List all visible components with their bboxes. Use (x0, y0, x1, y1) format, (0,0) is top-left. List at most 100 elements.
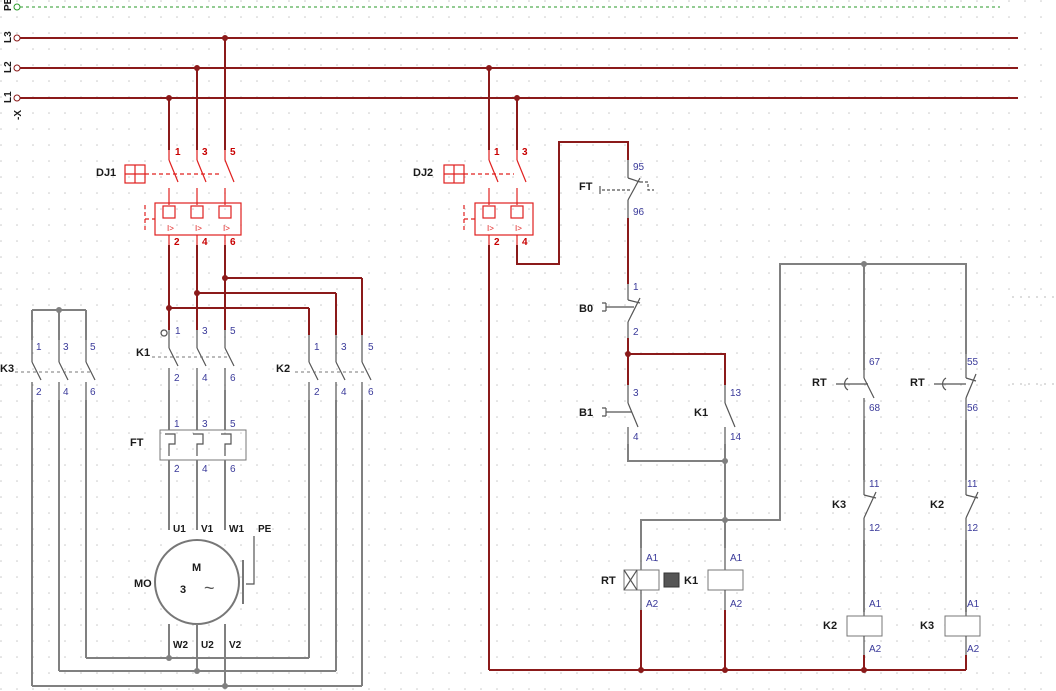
l1-label: L1 (3, 91, 14, 103)
svg-text:3: 3 (202, 147, 208, 158)
svg-text:K2: K2 (276, 363, 290, 375)
svg-text:B0: B0 (579, 303, 593, 315)
svg-text:I>: I> (167, 224, 174, 233)
rt-timer-contact-b[interactable]: RT 55 56 (910, 354, 979, 420)
svg-text:I>: I> (515, 224, 522, 233)
k1-aux-contact[interactable]: K1 13 14 (694, 385, 742, 444)
svg-text:2: 2 (174, 464, 180, 475)
b0-stop-button[interactable]: B0 1 2 (579, 282, 641, 338)
svg-text:RT: RT (601, 575, 616, 587)
svg-text:A2: A2 (730, 599, 743, 610)
svg-text:3: 3 (180, 584, 186, 596)
svg-text:6: 6 (230, 464, 236, 475)
svg-text:4: 4 (202, 464, 208, 475)
svg-text:56: 56 (967, 403, 979, 414)
svg-text:68: 68 (869, 403, 881, 414)
svg-text:12: 12 (869, 523, 881, 534)
k3-star-bridge (31, 307, 87, 340)
k3-nc-contact[interactable]: K3 11 12 (832, 479, 881, 540)
svg-text:I>: I> (487, 224, 494, 233)
svg-text:1: 1 (174, 419, 180, 430)
svg-text:W1: W1 (229, 524, 244, 535)
svg-text:6: 6 (230, 237, 236, 248)
svg-text:55: 55 (967, 357, 979, 368)
k2-power-contacts[interactable]: K2 1 3 5 2 4 6 (276, 335, 374, 400)
motor-feed-wires (168, 460, 226, 530)
svg-text:I>: I> (223, 224, 230, 233)
ft-thermal-relay[interactable]: FT 1 3 5 2 4 6 (130, 390, 247, 475)
dj2-breaker[interactable]: DJ2 1 3 I> I> 2 4 (413, 147, 534, 248)
l3-label: L3 (3, 31, 14, 43)
svg-text:2: 2 (174, 373, 180, 384)
b1-start-button[interactable]: B1 3 4 (579, 385, 639, 444)
svg-text:1: 1 (633, 282, 639, 293)
svg-text:U1: U1 (173, 524, 186, 535)
svg-text:2: 2 (494, 237, 500, 248)
svg-text:14: 14 (730, 432, 742, 443)
svg-text:11: 11 (967, 479, 978, 490)
svg-text:K3: K3 (0, 363, 14, 375)
svg-text:2: 2 (174, 237, 180, 248)
svg-text:K1: K1 (136, 347, 150, 359)
k2-nc-contact[interactable]: K2 11 12 (930, 479, 979, 540)
svg-text:V1: V1 (201, 524, 214, 535)
svg-text:K2: K2 (930, 499, 944, 511)
svg-text:A2: A2 (967, 644, 980, 655)
svg-text:A1: A1 (967, 599, 980, 610)
dj1-breaker[interactable]: DJ1 1 3 5 I> I> I> 2 4 6 (96, 147, 242, 248)
coil-rt[interactable]: RT A1 A2 (601, 548, 680, 610)
svg-text:~: ~ (204, 578, 215, 598)
dj1-label: DJ1 (96, 167, 116, 179)
coil-k3[interactable]: K3 A1 A2 (920, 599, 981, 655)
svg-text:4: 4 (633, 432, 639, 443)
svg-text:3: 3 (63, 342, 69, 353)
dj1-handle-icon (124, 164, 222, 184)
motor-body-icon (154, 539, 240, 625)
ft-nc-contact[interactable]: FT 95 96 (579, 160, 654, 218)
svg-text:A1: A1 (730, 553, 743, 564)
svg-text:B1: B1 (579, 407, 593, 419)
x-label: -X (13, 110, 24, 120)
svg-text:4: 4 (341, 387, 347, 398)
svg-text:4: 4 (63, 387, 69, 398)
svg-text:96: 96 (633, 207, 645, 218)
svg-text:11: 11 (869, 479, 880, 490)
svg-text:3: 3 (341, 342, 347, 353)
svg-text:2: 2 (314, 387, 320, 398)
svg-text:FT: FT (130, 437, 144, 449)
svg-text:MO: MO (134, 578, 152, 590)
svg-text:12: 12 (967, 523, 979, 534)
svg-text:A2: A2 (869, 644, 882, 655)
svg-text:2: 2 (36, 387, 42, 398)
svg-text:K1: K1 (694, 407, 708, 419)
svg-text:5: 5 (368, 342, 374, 353)
svg-text:V2: V2 (229, 640, 242, 651)
svg-text:W2: W2 (173, 640, 188, 651)
svg-text:4: 4 (202, 373, 208, 384)
svg-text:13: 13 (730, 388, 742, 399)
svg-text:A1: A1 (869, 599, 882, 610)
k1-power-contacts[interactable]: K1 1 3 5 2 4 6 (136, 326, 236, 390)
svg-text:U2: U2 (201, 640, 214, 651)
control-wiring (488, 141, 967, 673)
svg-text:1: 1 (175, 147, 181, 158)
svg-text:5: 5 (230, 419, 236, 430)
svg-text:RT: RT (812, 377, 827, 389)
motor[interactable]: U1 V1 W1 PE MO M 3 ~ W2 U2 V2 (134, 524, 272, 651)
svg-text:DJ2: DJ2 (413, 167, 433, 179)
svg-text:3: 3 (522, 147, 528, 158)
coil-k2[interactable]: K2 A1 A2 (823, 599, 883, 655)
svg-text:5: 5 (90, 342, 96, 353)
dj1-distribution (166, 245, 363, 335)
dj2-handle-icon (443, 164, 514, 184)
rt-timer-contact-a[interactable]: RT 67 68 (812, 357, 881, 420)
dj1-feeds (166, 35, 228, 150)
svg-text:4: 4 (202, 237, 208, 248)
coil-k1[interactable]: K1 A1 A2 (684, 548, 744, 610)
dj2-feeds (486, 65, 520, 150)
svg-text:3: 3 (202, 419, 208, 430)
k3-power-contacts[interactable]: K3 1 3 5 2 4 6 (0, 340, 96, 400)
svg-text:RT: RT (910, 377, 925, 389)
svg-text:K1: K1 (684, 575, 698, 587)
svg-text:K3: K3 (832, 499, 846, 511)
